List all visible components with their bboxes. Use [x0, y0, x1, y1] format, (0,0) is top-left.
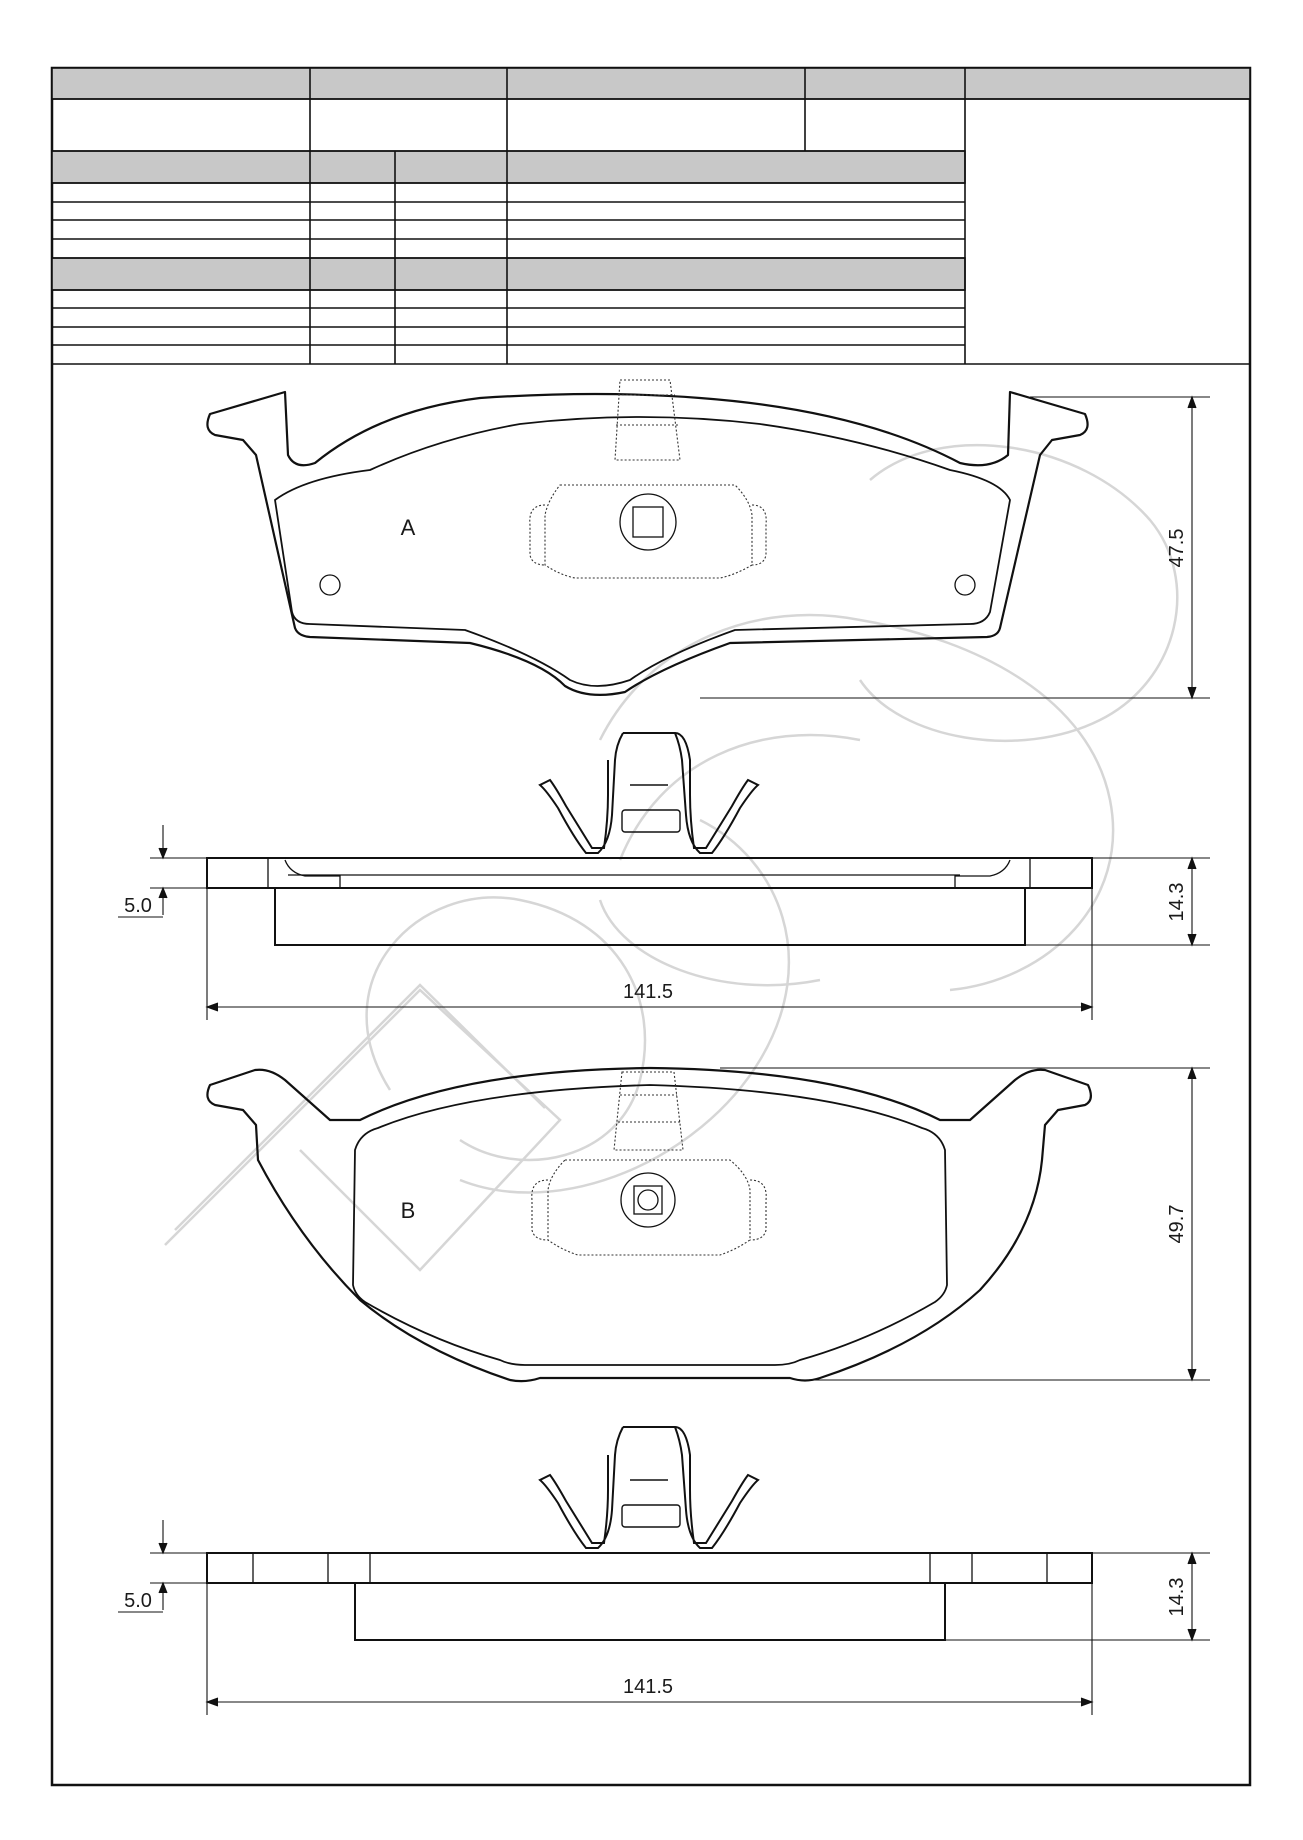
pad-b-side-backing [206, 1552, 1093, 1584]
pad-a-label: A [401, 515, 416, 540]
pad-a-thickness-label: 14.3 [1166, 883, 1188, 922]
title-block-table [51, 67, 1251, 365]
pad-a-backing-label: 5.0 [124, 895, 152, 917]
pad-b-thickness-label: 14.3 [1166, 1578, 1188, 1617]
pad-b-front-view [206, 1066, 1092, 1383]
pad-a-height-label: 47.5 [1166, 529, 1188, 568]
pad-a-height-dimension [700, 395, 1210, 700]
pad-a-width-label: 141.5 [623, 981, 673, 1003]
pad-b-height-label: 49.7 [1166, 1205, 1188, 1244]
pad-a-center-bolt [619, 493, 677, 551]
pad-b-center-bolt [620, 1172, 676, 1228]
pad-b-friction-material [352, 1084, 948, 1366]
pad-a-friction-material [274, 416, 1011, 687]
pad-b-height-dimension [720, 1066, 1210, 1382]
pad-a-side-dimensions [118, 825, 1210, 1020]
pad-b-side-friction [354, 1582, 946, 1641]
pad-a-backing-plate [206, 390, 1089, 697]
pad-b-side-view [206, 1426, 1093, 1641]
pad-b-width-label: 141.5 [623, 1676, 673, 1698]
pad-b-side-dimensions [118, 1520, 1210, 1715]
pad-b-label: B [401, 1198, 416, 1223]
pad-a-front-view [206, 390, 1089, 697]
pad-a-side-view [206, 732, 1093, 946]
pad-b-spring-clip-hidden [531, 1071, 767, 1256]
pad-b-backing-plate [206, 1066, 1092, 1383]
pad-a-side-friction [274, 887, 1026, 946]
pad-b-backing-label: 5.0 [124, 1590, 152, 1612]
pad-a-side-clip [623, 732, 760, 854]
pad-a-spring-clip-hidden [529, 379, 767, 579]
pad-b-side-clip [623, 1426, 760, 1549]
